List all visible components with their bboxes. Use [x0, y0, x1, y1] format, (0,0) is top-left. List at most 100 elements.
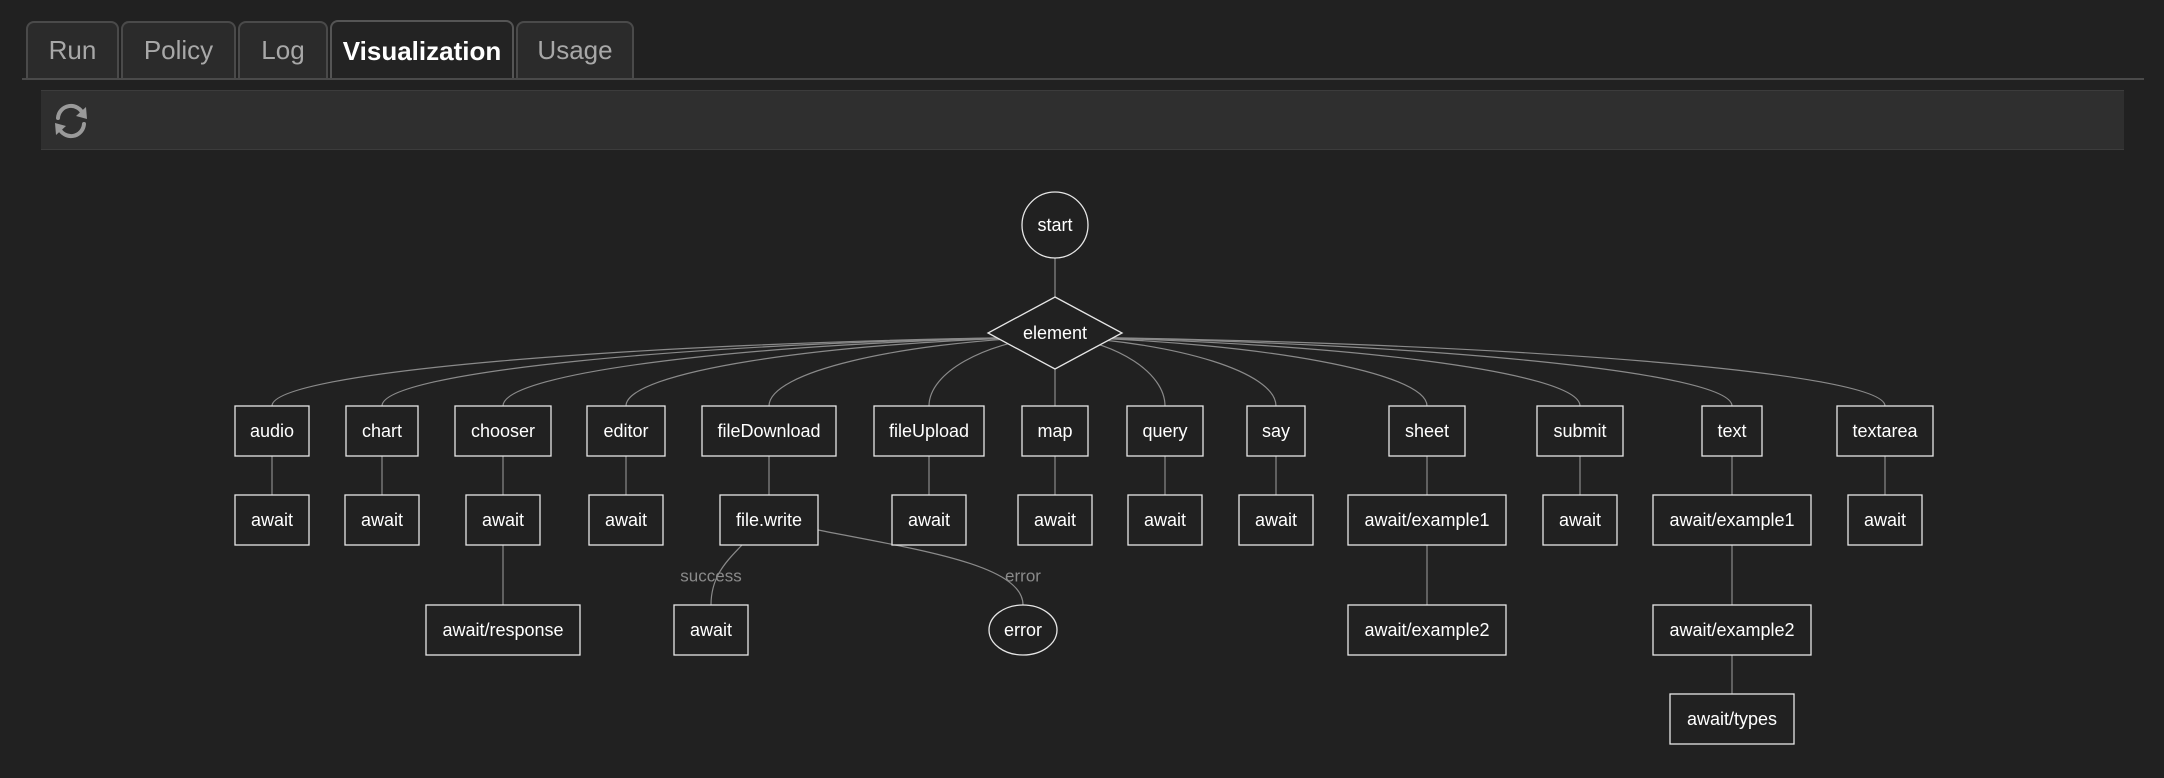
graph-node-editor_await[interactable]: await: [588, 494, 664, 546]
node-label: chooser: [471, 421, 535, 441]
node-shape: [345, 405, 419, 457]
graph-node-say[interactable]: say: [1246, 405, 1306, 457]
tab-bar: Run Policy Log Visualization Usage: [0, 0, 2164, 80]
node-label: chart: [362, 421, 402, 441]
graph-node-textarea[interactable]: textarea: [1836, 405, 1934, 457]
node-label: await: [1864, 510, 1906, 530]
node-layer: start element audio chart chooser editor fileD…: [234, 191, 1934, 745]
tab-usage[interactable]: Usage: [516, 21, 634, 78]
graph-node-sheet_ex2[interactable]: await/example2: [1347, 604, 1507, 656]
graph-node-chooser_response[interactable]: await/response: [425, 604, 581, 656]
graph-node-map_await[interactable]: await: [1017, 494, 1093, 546]
node-label: await: [1559, 510, 1601, 530]
node-shape: [1021, 191, 1089, 259]
graph-node-submit_await[interactable]: await: [1542, 494, 1618, 546]
graph-node-fileUpload_await[interactable]: await: [891, 494, 967, 546]
node-shape: [701, 405, 837, 457]
node-shape: [234, 494, 310, 546]
graph-node-fw_success_await[interactable]: await: [673, 604, 749, 656]
node-shape: [1669, 693, 1795, 745]
node-label: query: [1142, 421, 1187, 441]
node-shape: [1347, 494, 1507, 546]
graph-node-editor[interactable]: editor: [586, 405, 666, 457]
node-shape: [1847, 494, 1923, 546]
node-label: await: [605, 510, 647, 530]
node-label: await: [1034, 510, 1076, 530]
node-label: fileDownload: [717, 421, 820, 441]
graph-node-text_types[interactable]: await/types: [1669, 693, 1795, 745]
node-label: file.write: [736, 510, 802, 530]
node-shape: [1347, 604, 1507, 656]
graph-node-audio[interactable]: audio: [234, 405, 310, 457]
node-label: await/types: [1687, 709, 1777, 729]
node-label: audio: [250, 421, 294, 441]
tab-policy[interactable]: Policy: [121, 21, 236, 78]
graph-node-fw_error[interactable]: error: [988, 604, 1058, 656]
graph-node-chart[interactable]: chart: [345, 405, 419, 457]
graph-node-fileUpload[interactable]: fileUpload: [873, 405, 985, 457]
node-shape: [1652, 494, 1812, 546]
node-shape: [1652, 604, 1812, 656]
graph-node-chart_await[interactable]: await: [344, 494, 420, 546]
node-shape: [1238, 494, 1314, 546]
node-label: await/response: [442, 620, 563, 640]
graph-node-text_ex2[interactable]: await/example2: [1652, 604, 1812, 656]
node-shape: [454, 405, 552, 457]
node-shape: [873, 405, 985, 457]
graph-node-map[interactable]: map: [1021, 405, 1089, 457]
graph-node-element[interactable]: element: [986, 296, 1124, 370]
node-shape: [988, 604, 1058, 656]
visualization-toolbar: [41, 90, 2124, 150]
edge-element-text: [1064, 336, 1733, 407]
graph-node-say_await[interactable]: await: [1238, 494, 1314, 546]
graph-node-file_write[interactable]: file.write: [719, 494, 819, 546]
graph-node-sheet_ex1[interactable]: await/example1: [1347, 494, 1507, 546]
node-label: await: [1255, 510, 1297, 530]
graph-node-text_ex1[interactable]: await/example1: [1652, 494, 1812, 546]
node-shape: [673, 604, 749, 656]
node-shape: [586, 405, 666, 457]
node-label: text: [1717, 421, 1746, 441]
node-label: start: [1037, 215, 1072, 235]
node-shape: [1127, 494, 1203, 546]
edge-element-chart: [381, 336, 1046, 407]
node-label: await/example1: [1669, 510, 1794, 530]
edge-element-audio: [271, 336, 1046, 407]
graph-node-query_await[interactable]: await: [1127, 494, 1203, 546]
node-shape: [1701, 405, 1763, 457]
refresh-button[interactable]: [49, 99, 93, 143]
node-label: editor: [603, 421, 648, 441]
graph-node-query[interactable]: query: [1126, 405, 1204, 457]
graph-node-chooser_await[interactable]: await: [465, 494, 541, 546]
node-shape: [1017, 494, 1093, 546]
graph-node-fileDownload[interactable]: fileDownload: [701, 405, 837, 457]
graph-node-audio_await[interactable]: await: [234, 494, 310, 546]
node-label: error: [1004, 620, 1042, 640]
node-label: await: [690, 620, 732, 640]
node-shape: [1836, 405, 1934, 457]
tab-underline: [22, 78, 2144, 80]
refresh-icon: [55, 103, 87, 139]
node-shape: [891, 494, 967, 546]
node-label: sheet: [1405, 421, 1449, 441]
tab-log[interactable]: Log: [238, 21, 328, 78]
node-shape: [1388, 405, 1466, 457]
graph-node-sheet[interactable]: sheet: [1388, 405, 1466, 457]
node-label: textarea: [1852, 421, 1918, 441]
node-shape: [986, 296, 1124, 370]
graph-node-submit[interactable]: submit: [1536, 405, 1624, 457]
graph-node-text[interactable]: text: [1701, 405, 1763, 457]
tab-visualization[interactable]: Visualization: [330, 20, 514, 80]
edge-label-error: error: [1005, 566, 1041, 585]
node-label: await/example2: [1669, 620, 1794, 640]
graph-node-chooser[interactable]: chooser: [454, 405, 552, 457]
graph-node-start[interactable]: start: [1021, 191, 1089, 259]
node-shape: [1246, 405, 1306, 457]
edge-element-textarea: [1064, 336, 1886, 407]
edge-element-chooser: [502, 336, 1046, 407]
tab-run[interactable]: Run: [26, 21, 119, 78]
node-shape: [465, 494, 541, 546]
graph-node-textarea_await[interactable]: await: [1847, 494, 1923, 546]
